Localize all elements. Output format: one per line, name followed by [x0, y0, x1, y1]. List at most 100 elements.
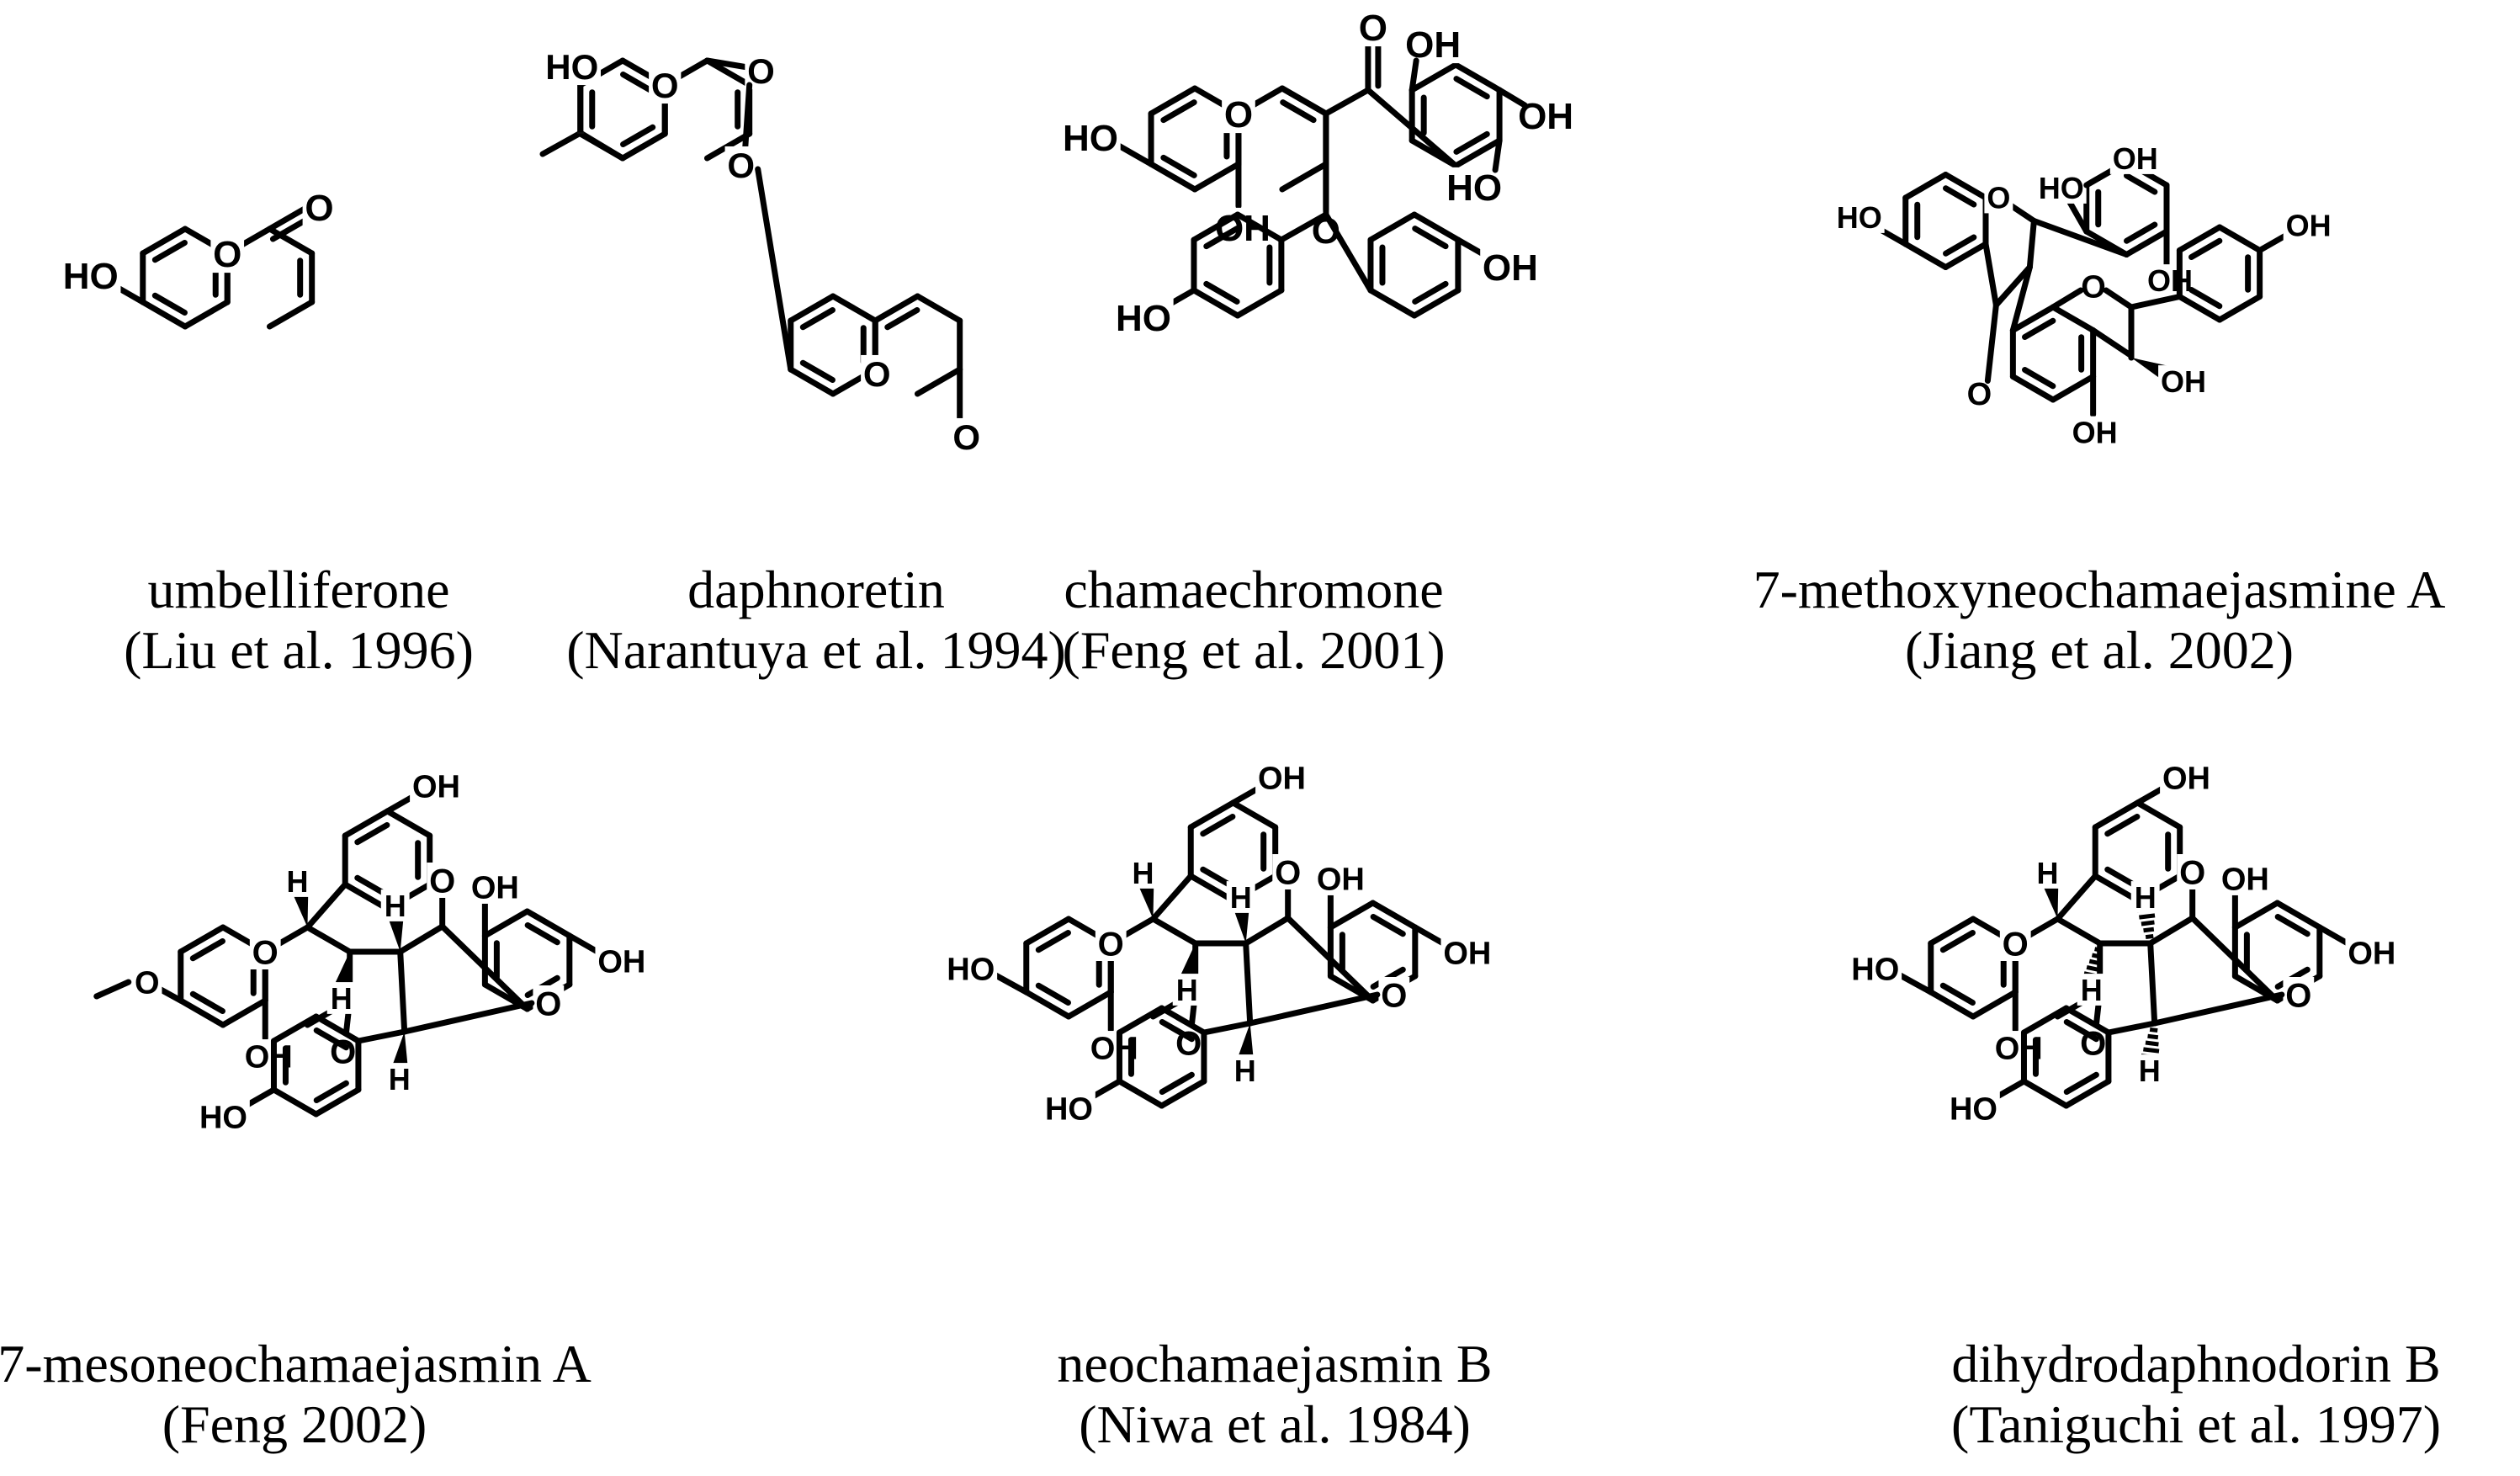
bond-line [2151, 991, 2285, 1027]
ring-bond [140, 299, 188, 330]
ring-bond [1023, 989, 1072, 1020]
atom-label-background [1222, 93, 1255, 134]
bond-line [2066, 199, 2090, 235]
double-bond-line [1943, 234, 1977, 257]
atom-label-background [427, 863, 459, 898]
double-bond-line [799, 306, 836, 331]
ring-bond [703, 130, 753, 162]
ring-bond [2009, 374, 2056, 403]
compound-citation: (Feng et al. 2001) [1062, 620, 1446, 680]
atom-label: H [286, 864, 308, 899]
double-bond-line [1453, 130, 1490, 155]
atom-label-background [197, 1100, 250, 1134]
atom-label: OH [1518, 96, 1573, 137]
atom-label-background [385, 1063, 414, 1095]
double-bond-line [799, 359, 836, 384]
bond-line [2147, 940, 2158, 1027]
atom-label: O [535, 985, 561, 1022]
double-bond-line [1939, 982, 1976, 1006]
atom-label-background [724, 146, 757, 184]
atom-label-background [1999, 926, 2031, 961]
atom-label-background [2283, 209, 2334, 242]
atom-label: O [863, 354, 891, 394]
bond-line [1492, 137, 1503, 173]
ring-bond [178, 997, 226, 1028]
ring-bond [342, 881, 390, 912]
atom-label: H [2036, 856, 2058, 890]
atom-label-background [1356, 7, 1390, 47]
compound-caption-neochamaejasmin-b: neochamaejasmin B (Niwa et al. 1984) [896, 1334, 1653, 1455]
bond-line [397, 948, 408, 1035]
atom-label: O [429, 863, 455, 900]
atom-label: O [2179, 854, 2205, 891]
atom-label: OH [2072, 415, 2118, 449]
hashed-bond-stripe [2141, 920, 2155, 926]
ring-bond [1159, 1005, 1207, 1036]
hashed-bond-stripe [2149, 1027, 2158, 1033]
atom-label: O [2003, 926, 2029, 963]
ring-bond [2134, 799, 2183, 831]
atom-label-background [1060, 117, 1121, 157]
atom-label: OH [2286, 208, 2332, 242]
double-bond-line [1280, 99, 1317, 124]
ring-bond [1187, 799, 1236, 831]
bond-line [2147, 915, 2196, 947]
atom-label-background [1128, 857, 1158, 889]
bond-line [2050, 287, 2084, 311]
atom-label: HO [2039, 171, 2084, 205]
atom-label-background [2283, 977, 2315, 1012]
wedge-bond [293, 892, 309, 927]
double-bond-line [2022, 367, 2056, 390]
atom-label-background [2109, 142, 2161, 174]
atom-label: H [1234, 1054, 1256, 1088]
atom-label-background [326, 982, 356, 1014]
atom-label: O [135, 966, 160, 1001]
atom-label-background [533, 985, 565, 1021]
ring-bond [788, 293, 836, 324]
ring-bond [1942, 241, 1989, 270]
atom-label-background [1272, 854, 1304, 889]
atom-label: HO [199, 1101, 247, 1136]
bond-line [1201, 1020, 1254, 1036]
hashed-bond-stripe [2086, 965, 2104, 973]
ring-bond [1928, 989, 1976, 1020]
atom-label-background [1849, 952, 1902, 985]
double-bond-line [1203, 226, 1240, 250]
compound-caption-7-mesoneochamaejasmin-a: 7-mesoneochamaejasmin A (Feng 2002) [0, 1334, 673, 1455]
atom-label: OH [2348, 937, 2395, 972]
ring-bond [2274, 900, 2323, 931]
ring-bond [788, 366, 836, 397]
double-bond-line [1160, 99, 1197, 124]
double-bond-line [1203, 280, 1240, 305]
compound-name: neochamaejasmin B [1057, 1334, 1493, 1394]
atom-label-background [410, 769, 463, 803]
bond-line [1278, 211, 1329, 243]
ring-bond [266, 299, 316, 330]
wedge-bond [1138, 884, 1154, 919]
ring-bond [2216, 294, 2263, 323]
atom-label-background [469, 870, 522, 904]
compound-caption-7-methoxyneochamaejasmine-a: 7-methoxyneochamaejasmine A (Jiang et al… [1691, 560, 2507, 681]
bond-line [93, 979, 132, 1000]
atom-label-background [2219, 862, 2272, 895]
atom-label-background [2135, 1054, 2164, 1086]
wedge-bond [1238, 1023, 1254, 1059]
bond-line [1279, 85, 1329, 117]
ring-bond [1902, 172, 1949, 201]
compound-citation: (Niwa et al. 1984) [1079, 1394, 1471, 1454]
double-bond-line [884, 306, 920, 331]
atom-label-background [2145, 264, 2195, 296]
ring-bond [266, 226, 316, 257]
compound-citation: (Jiang et al. 2002) [1904, 620, 2295, 680]
ring-bond [270, 1013, 320, 1044]
double-bond-line [1939, 929, 1976, 953]
atom-label-background [2078, 269, 2109, 303]
atom-label: H [389, 1062, 411, 1096]
double-bond-line [2022, 317, 2056, 340]
bond-line [355, 1028, 408, 1044]
bond-line [1323, 87, 1371, 117]
compound-citation: (Taniguchi et al. 1997) [1951, 1394, 2441, 1454]
